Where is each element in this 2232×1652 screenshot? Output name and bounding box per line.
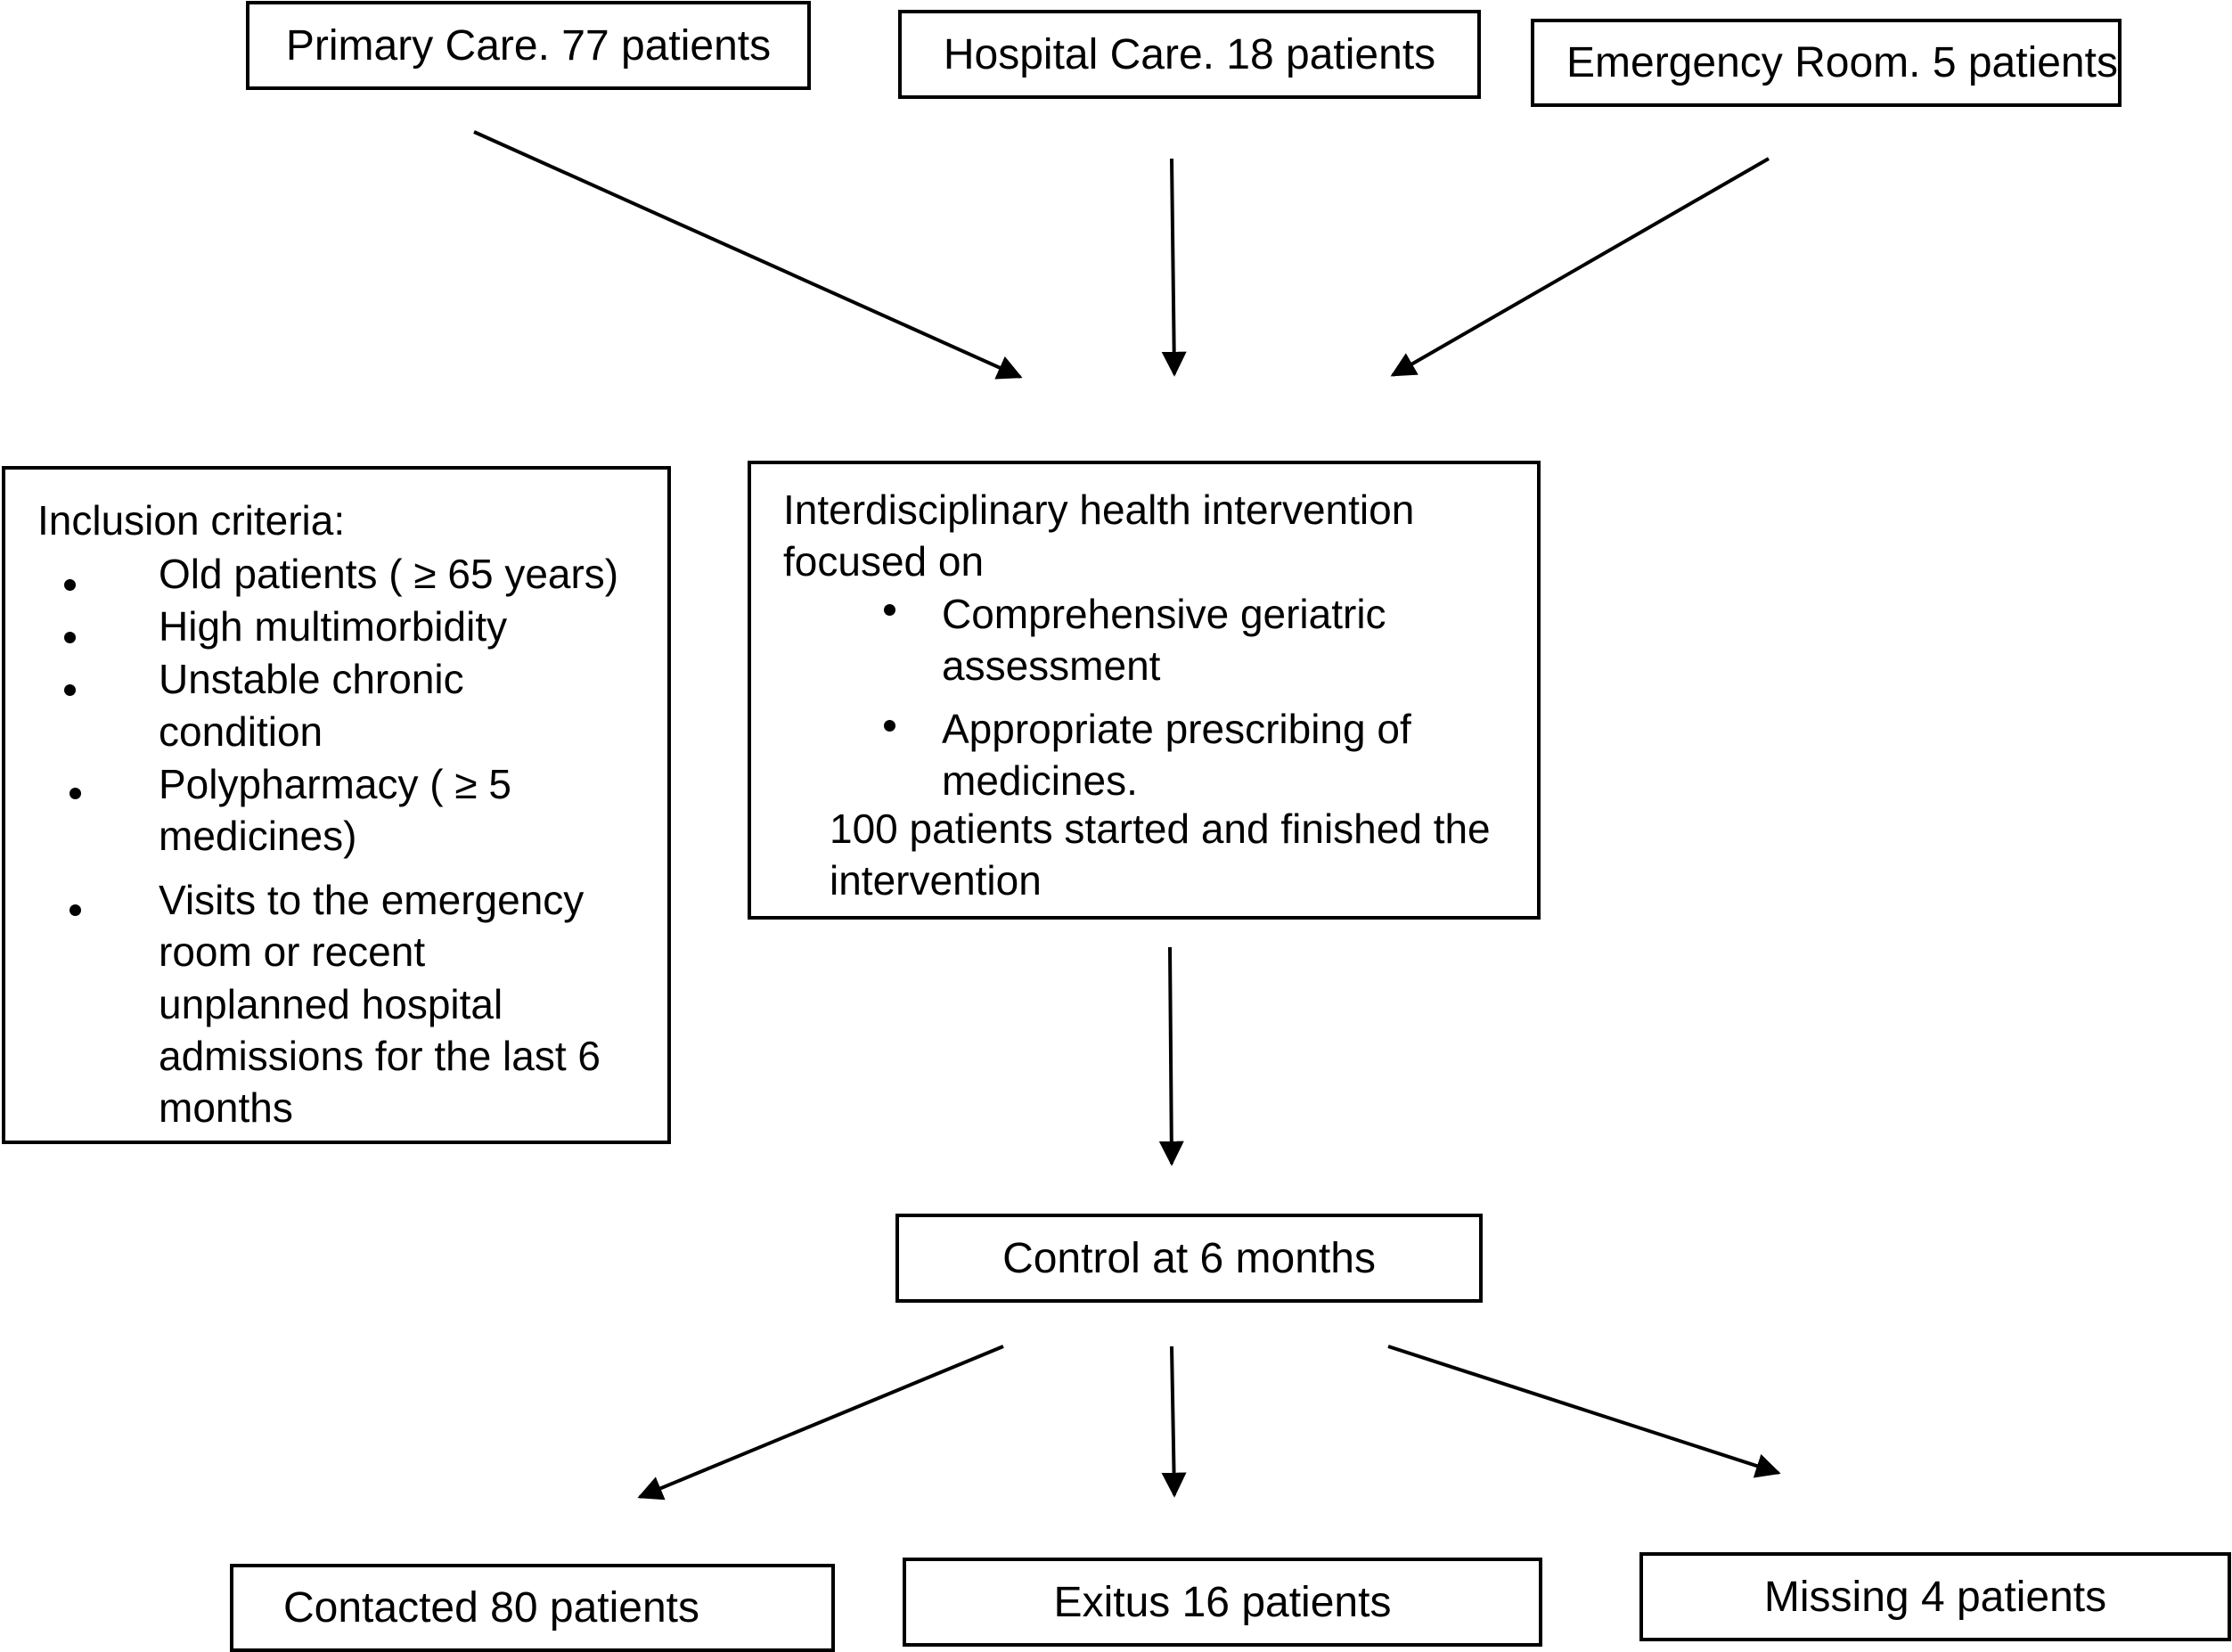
intervention-box: Interdisciplinary health intervention fo…	[748, 461, 1541, 920]
arrow-emergency-to-intervention	[1390, 157, 1770, 377]
inclusion-heading: Inclusion criteria:	[37, 497, 346, 544]
intervention-heading-line2: focused on	[783, 538, 985, 585]
bullet-icon	[64, 632, 76, 643]
arrow-intervention-to-control	[1158, 946, 1184, 1166]
intervention-item-assessment-line2: assessment	[942, 642, 1161, 689]
arrow-control-to-missing	[1387, 1345, 1781, 1478]
inclusion-item-visits-line1: Visits to the emergency	[159, 877, 585, 923]
arrow-control-to-contacted	[637, 1345, 1004, 1501]
inclusion-item-multimorbidity: High multimorbidity	[159, 603, 508, 650]
intervention-footer-line2: intervention	[830, 857, 1042, 904]
exitus-label: Exitus 16 patients	[1053, 1578, 1392, 1626]
missing-box: Missing 4 patients	[1639, 1552, 2231, 1641]
bullet-icon	[64, 684, 76, 696]
bullet-icon	[64, 579, 76, 591]
contacted-label: Contacted 80 patients	[283, 1584, 699, 1632]
inclusion-item-polypharmacy-line2: medicines)	[159, 813, 357, 859]
arrow-control-to-exitus	[1161, 1345, 1187, 1498]
inclusion-item-unstable-line1: Unstable chronic	[159, 656, 464, 702]
primary-care-box: Primary Care. 77 patients	[246, 1, 811, 90]
bullet-icon	[69, 904, 81, 916]
intervention-footer-line1: 100 patients started and finished the	[830, 806, 1491, 852]
control-label: Control at 6 months	[1002, 1234, 1376, 1282]
bullet-icon	[69, 788, 81, 799]
inclusion-item-polypharmacy-line1: Polypharmacy ( ≥ 5	[159, 761, 511, 807]
arrow-hospital-to-intervention	[1161, 158, 1187, 377]
hospital-care-label: Hospital Care. 18 patients	[943, 30, 1436, 78]
bullet-icon	[884, 604, 895, 616]
intervention-item-assessment-line1: Comprehensive geriatric	[942, 591, 1386, 637]
inclusion-item-unstable-line2: condition	[159, 708, 323, 755]
bullet-icon	[884, 720, 895, 732]
inclusion-item-visits-line2: room or recent	[159, 928, 426, 975]
intervention-item-prescribing-line1: Appropriate prescribing of	[942, 706, 1411, 752]
emergency-room-box: Emergency Room. 5 patients	[1531, 19, 2122, 107]
contacted-box: Contacted 80 patients	[230, 1564, 835, 1652]
hospital-care-box: Hospital Care. 18 patients	[898, 10, 1481, 99]
emergency-room-label: Emergency Room. 5 patients	[1566, 39, 2118, 86]
inclusion-item-age: Old patients ( ≥ 65 years)	[159, 551, 619, 597]
exitus-box: Exitus 16 patients	[903, 1558, 1542, 1647]
missing-label: Missing 4 patients	[1763, 1573, 2107, 1621]
intervention-item-prescribing-line2: medicines.	[942, 757, 1138, 804]
inclusion-item-visits-line4: admissions for the last 6	[159, 1033, 601, 1079]
arrow-primary-to-intervention	[473, 130, 1023, 380]
control-box: Control at 6 months	[895, 1214, 1483, 1303]
inclusion-criteria-box: Inclusion criteria: Old patients ( ≥ 65 …	[2, 466, 671, 1144]
intervention-heading-line1: Interdisciplinary health intervention	[783, 487, 1415, 533]
primary-care-label: Primary Care. 77 patients	[285, 21, 772, 70]
inclusion-item-visits-line3: unplanned hospital	[159, 981, 503, 1027]
inclusion-item-visits-line5: months	[159, 1084, 293, 1131]
